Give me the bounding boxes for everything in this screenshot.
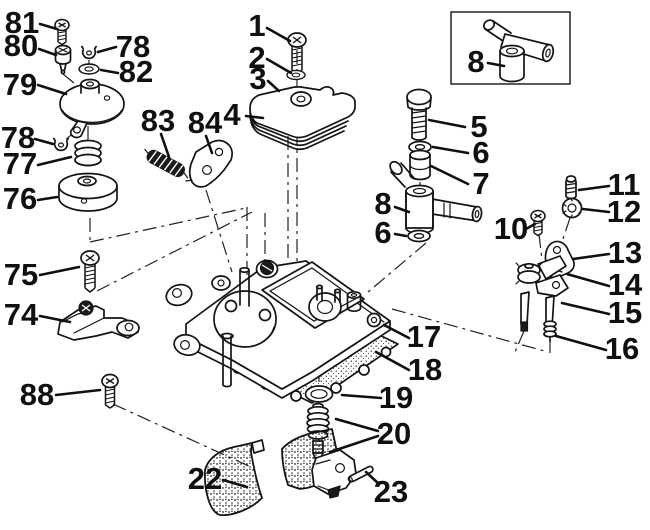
callout-19-label: 19 [379, 380, 413, 415]
part-11-spring-screw [565, 175, 577, 200]
callout-22-label: 22 [188, 461, 222, 496]
part-19-o-ring [304, 385, 334, 403]
callout-2-label: 2 [248, 40, 265, 75]
callout-75-label: 75 [4, 257, 38, 292]
part-81-screw [54, 18, 70, 46]
part-16-spring [543, 320, 557, 342]
callout-18-label: 18 [408, 352, 442, 387]
callout-81-label: 81 [5, 5, 39, 40]
part-10-screw [530, 209, 546, 237]
part-6-washer-lower [407, 229, 431, 243]
part-5-bolt [406, 88, 432, 141]
callout-78-upper-label: 78 [116, 29, 150, 64]
part-78-clip-lower [52, 137, 70, 152]
part-1-screw [287, 32, 307, 75]
callout-83-label: 83 [141, 103, 175, 138]
callout-7-label: 7 [472, 166, 489, 201]
callout-77-label: 77 [3, 146, 37, 181]
callout-labels: 81 80 78 82 79 78 77 76 75 74 88 1 2 3 4… [1, 5, 643, 509]
callout-17-label: 17 [407, 319, 441, 354]
callout-79-label: 79 [3, 67, 37, 102]
part-76-cap [58, 172, 118, 212]
callout-80-label: 80 [4, 28, 38, 63]
part-7-spacer [409, 149, 431, 181]
part-75-screw [80, 250, 100, 293]
callout-12-label: 12 [607, 194, 641, 229]
callout-1-label: 1 [248, 8, 265, 43]
callout-8-main-label: 8 [374, 186, 391, 221]
callout-11-label: 11 [608, 167, 641, 202]
callout-16-label: 16 [605, 331, 639, 366]
callout-10-label: 10 [494, 211, 528, 246]
part-17-carburetor-body [165, 259, 391, 399]
callout-84-label: 84 [188, 105, 223, 140]
callout-74-label: 74 [4, 297, 39, 332]
part-3-cover [249, 86, 356, 139]
part-79-diaphragm-cover [59, 78, 125, 139]
callout-3-label: 3 [249, 61, 266, 96]
part-23-pin [347, 465, 374, 483]
callout-6-upper-label: 6 [472, 135, 489, 170]
part-80-valve [54, 44, 72, 75]
leader-lines [33, 22, 611, 489]
callout-76-label: 76 [3, 181, 37, 216]
part-8-tee-fitting [389, 160, 483, 235]
callout-8-inset-label: 8 [467, 44, 484, 79]
callout-88-label: 88 [20, 377, 54, 412]
part-14-lever [515, 255, 567, 285]
callout-13-label: 13 [608, 235, 642, 270]
callout-15-label: 15 [608, 295, 642, 330]
part-4-gasket-layers [249, 112, 349, 151]
callout-78-lower-label: 78 [1, 120, 35, 155]
part-77-spring [74, 139, 102, 167]
callout-6-lower-label: 6 [374, 215, 391, 250]
callout-14-label: 14 [608, 267, 643, 302]
callout-4-label: 4 [223, 97, 241, 132]
part-84-lever [185, 139, 233, 188]
callout-20-label: 20 [377, 416, 411, 451]
part-78-clip-upper [80, 45, 98, 60]
part-74-bracket [57, 300, 140, 341]
part-12-nut [561, 197, 583, 219]
part-88-screw [101, 373, 119, 409]
part-22-float [204, 428, 357, 516]
part-82-washer [78, 63, 100, 75]
callout-5-label: 5 [470, 109, 487, 144]
part-8-inset-fitting [482, 19, 555, 83]
callout-82-label: 82 [119, 54, 153, 89]
callout-23-label: 23 [374, 474, 408, 509]
